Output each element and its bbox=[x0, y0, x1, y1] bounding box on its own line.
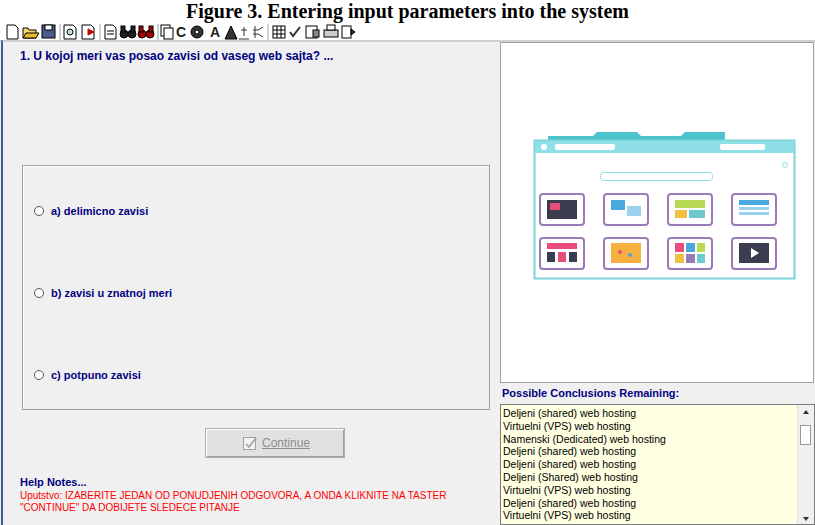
left-border bbox=[1, 40, 3, 525]
toolbar-separator bbox=[0, 41, 815, 42]
conclusions-list: Deljeni (shared) web hostingVirtuelni (V… bbox=[500, 404, 815, 525]
client-area bbox=[0, 42, 815, 525]
options-group: a) delimicno zavisi b) zavisi u znatnoj m… bbox=[22, 165, 490, 410]
answer-option: a) delimicno zavisi bbox=[51, 205, 148, 218]
radio-button bbox=[34, 370, 44, 380]
help-instruction: Uputstvo: IZABERITE JEDAN OD PONUDJENIH … bbox=[20, 490, 498, 514]
figure-title: Figure 3. Entering input parameters into… bbox=[0, 0, 815, 22]
button-label: Continue bbox=[262, 436, 310, 450]
continue-button: Continue bbox=[205, 428, 345, 458]
toolbar-glyph: C bbox=[176, 24, 186, 40]
conclusion-item: Virtuelni (VPS) web hosting bbox=[503, 509, 631, 521]
conclusion-item: Namenski (Dedicated) web hosting bbox=[503, 433, 666, 445]
image-panel bbox=[501, 43, 814, 383]
scroll-arrows bbox=[798, 405, 814, 525]
conclusion-item: Virtuelni (VPS) web hosting bbox=[503, 484, 631, 496]
conclusion-item: Deljeni (Shared) web hosting bbox=[503, 471, 638, 483]
conclusion-item: Deljeni (shared) web hosting bbox=[503, 445, 636, 457]
check-icon bbox=[243, 437, 257, 451]
conclusions-heading: Possible Conclusions Remaining: bbox=[502, 386, 679, 400]
conclusion-item: Deljeni (shared) web hosting bbox=[503, 497, 636, 509]
help-heading: Help Notes... bbox=[20, 476, 87, 489]
toolbar-icons bbox=[7, 24, 355, 40]
scroll-thumb bbox=[800, 425, 811, 445]
answer-option: c) potpuno zavisi bbox=[51, 369, 141, 382]
answer-option: b) zavisi u znatnoj meri bbox=[51, 287, 172, 300]
conclusion-item: Deljeni (shared) web hosting bbox=[503, 458, 636, 470]
browser-illustration bbox=[535, 132, 795, 279]
toolbar-glyph: A bbox=[210, 24, 220, 40]
conclusion-item: Deljeni (shared) web hosting bbox=[503, 407, 636, 419]
radio-button bbox=[34, 288, 44, 298]
radio-button bbox=[34, 206, 44, 216]
question-text: 1. U kojoj meri vas posao zavisi od vase… bbox=[20, 49, 333, 63]
conclusion-item: Virtuelni (VPS) web hosting bbox=[503, 420, 631, 432]
scrollbar bbox=[797, 405, 814, 524]
